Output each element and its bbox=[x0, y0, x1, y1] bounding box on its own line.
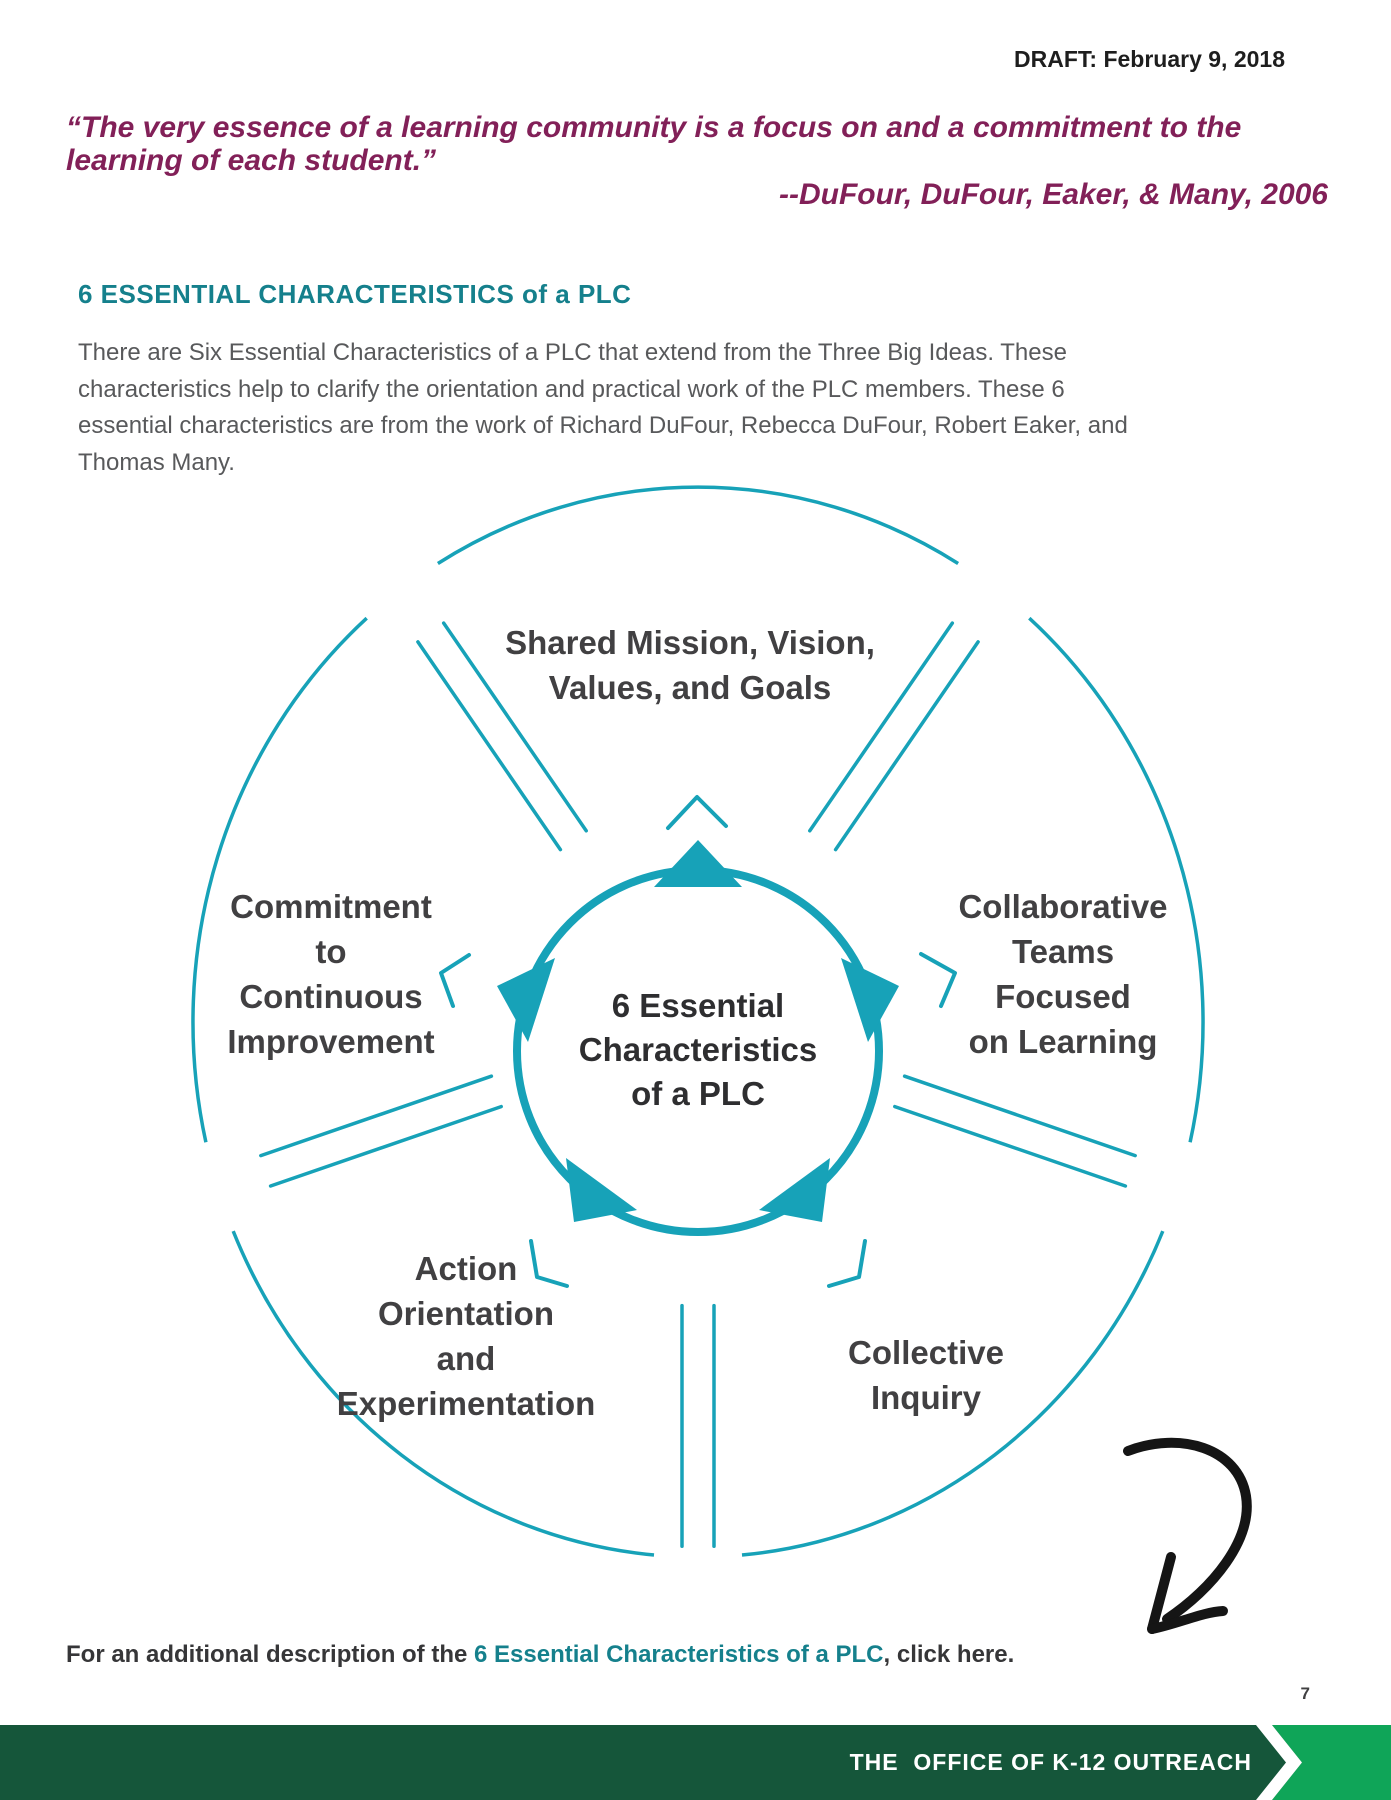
page-number: 7 bbox=[1300, 1684, 1310, 1703]
sector-label-action-orientation: Action Orientation and Experimentation bbox=[336, 1250, 596, 1422]
footer-chevron-icon bbox=[1256, 1725, 1302, 1800]
quote-attribution: --DuFour, DuFour, Eaker, & Many, 2006 bbox=[778, 178, 1328, 211]
sector-label-collaborative-teams: Collaborative Teams Focused on Learning bbox=[958, 888, 1168, 1060]
footnote-separator: , bbox=[883, 1641, 897, 1668]
section-paragraph: There are Six Essential Characteristics … bbox=[78, 339, 1128, 476]
plc-description-link[interactable]: 6 Essential Characteristics of a PLC bbox=[474, 1641, 884, 1668]
draft-date-label: DRAFT: February 9, 2018 bbox=[1014, 46, 1285, 72]
star-points bbox=[497, 840, 899, 1222]
diagram-center-title: 6 Essential Characteristics of a PLC bbox=[578, 987, 818, 1112]
sector-label-shared-mission: Shared Mission, Vision, Values, and Goal… bbox=[505, 624, 875, 706]
sector-label-collective-inquiry: Collective Inquiry bbox=[848, 1334, 1004, 1416]
section-heading: 6 ESSENTIAL CHARACTERISTICS of a PLC bbox=[78, 279, 632, 309]
footer-office-label: THE OFFICE OF K-12 OUTREACH bbox=[849, 1749, 1252, 1775]
sector-label-commitment-improvement: Commitment to Continuous Improvement bbox=[227, 888, 435, 1060]
sector-dividers bbox=[259, 621, 1137, 1549]
footer-bar bbox=[0, 1725, 1391, 1800]
direction-chevrons bbox=[439, 795, 957, 1288]
hand-drawn-arrow-icon bbox=[1123, 1437, 1252, 1634]
outer-ring-arcs bbox=[191, 485, 1205, 1557]
footer-green-tab bbox=[1272, 1725, 1391, 1800]
click-here-link[interactable]: click here. bbox=[896, 1641, 1015, 1668]
quote-text: “The very essence of a learning communit… bbox=[66, 111, 1242, 177]
footnote-line: For an additional description of the 6 E… bbox=[66, 1641, 1014, 1669]
footnote-prefix: For an additional description of the bbox=[66, 1641, 475, 1668]
